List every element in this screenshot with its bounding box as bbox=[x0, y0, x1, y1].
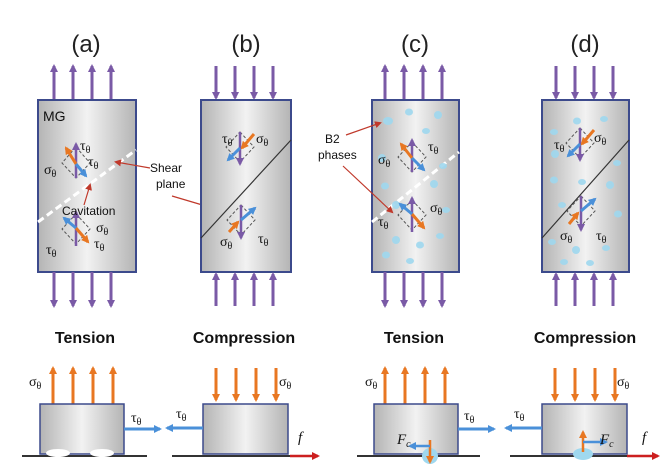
panel-label-b: (b) bbox=[231, 31, 260, 58]
svg-text:τθ: τθ bbox=[88, 155, 99, 172]
b2-particles-c bbox=[378, 108, 450, 264]
svg-text:τθ: τθ bbox=[378, 215, 389, 232]
stress-element-a-upper: τθ τθ σθ bbox=[44, 139, 99, 180]
svg-text:σθ: σθ bbox=[220, 235, 233, 252]
tension-arrows-top-c bbox=[381, 64, 446, 100]
cavitation-pointer bbox=[83, 183, 92, 206]
panel-label-d: (d) bbox=[570, 31, 599, 58]
svg-text:σθ: σθ bbox=[378, 153, 391, 170]
svg-text:σθ: σθ bbox=[96, 221, 109, 238]
svg-text:σθ: σθ bbox=[279, 375, 292, 392]
svg-text:f: f bbox=[642, 430, 648, 446]
case-label-a: Tension bbox=[55, 330, 115, 347]
svg-text:τθ: τθ bbox=[131, 411, 142, 428]
svg-text:f: f bbox=[298, 430, 304, 446]
svg-text:τθ: τθ bbox=[222, 132, 233, 149]
svg-text:τθ: τθ bbox=[258, 232, 269, 249]
compression-arrows-top-b bbox=[212, 66, 277, 100]
svg-text:σθ: σθ bbox=[44, 163, 57, 180]
case-label-d: Compression bbox=[534, 330, 636, 347]
svg-text:τθ: τθ bbox=[428, 140, 439, 157]
svg-text:τθ: τθ bbox=[554, 138, 565, 155]
svg-text:Fc: Fc bbox=[396, 432, 411, 450]
stress-element-c-upper: σθ τθ bbox=[378, 138, 439, 173]
panel-d: τθ σθ σθ τθ bbox=[541, 66, 630, 306]
stress-element-d-upper: τθ σθ bbox=[554, 127, 607, 162]
svg-text:σθ: σθ bbox=[594, 131, 607, 148]
panel-label-c: (c) bbox=[401, 31, 429, 58]
cavitation-label: Cavitation bbox=[62, 204, 115, 218]
compression-arrows-bottom-d bbox=[552, 272, 617, 306]
svg-text:τθ: τθ bbox=[94, 237, 105, 254]
compression-arrows-top-d bbox=[552, 66, 617, 100]
panel-c: σθ τθ σθ τθ bbox=[371, 64, 460, 308]
panel-label-a: (a) bbox=[71, 31, 100, 58]
svg-text:σθ: σθ bbox=[29, 375, 42, 392]
shear-plane-b bbox=[200, 139, 292, 239]
svg-text:σθ: σθ bbox=[617, 375, 630, 392]
svg-text:σθ: σθ bbox=[560, 229, 573, 246]
svg-text:τθ: τθ bbox=[596, 229, 607, 246]
case-label-b: Compression bbox=[193, 330, 295, 347]
block-schematic-b: σθ f τθ bbox=[165, 368, 320, 460]
panel-a: MG τθ τθ σθ σθ τθ τθ Cavitation bbox=[37, 64, 137, 308]
stress-element-a-lower: σθ τθ τθ bbox=[46, 210, 109, 260]
specimen-d bbox=[541, 99, 630, 273]
tension-arrows-bottom-a bbox=[50, 272, 115, 308]
svg-text:Fc: Fc bbox=[599, 432, 614, 450]
block-schematic-c: σθ Fc τθ bbox=[357, 366, 496, 464]
svg-text:τθ: τθ bbox=[46, 243, 57, 260]
svg-text:τθ: τθ bbox=[176, 407, 187, 424]
tension-arrows-top-a bbox=[50, 64, 115, 100]
stress-element-b-lower: σθ τθ bbox=[220, 204, 269, 252]
svg-text:σθ: σθ bbox=[365, 375, 378, 392]
compression-arrows-bottom-b bbox=[212, 272, 277, 306]
panel-b: τθ σθ σθ τθ bbox=[200, 66, 292, 306]
stress-element-d-lower: σθ τθ bbox=[560, 195, 607, 246]
shear-plane-d bbox=[541, 139, 630, 239]
svg-text:τθ: τθ bbox=[80, 139, 91, 156]
svg-text:σθ: σθ bbox=[256, 132, 269, 149]
stress-element-b-upper: τθ σθ bbox=[222, 131, 269, 166]
b2-particles-d bbox=[548, 116, 622, 266]
block-schematic-a: σθ τθ bbox=[22, 366, 162, 457]
mg-label: MG bbox=[43, 108, 66, 124]
svg-text:τθ: τθ bbox=[464, 409, 475, 426]
specimen-b bbox=[200, 99, 292, 273]
case-label-c: Tension bbox=[384, 330, 444, 347]
block-schematic-d: σθ f Fc τθ bbox=[504, 368, 660, 460]
svg-text:τθ: τθ bbox=[514, 407, 525, 424]
stress-element-c-lower: σθ τθ bbox=[378, 196, 443, 232]
svg-text:σθ: σθ bbox=[430, 201, 443, 218]
tension-arrows-bottom-c bbox=[381, 272, 446, 308]
